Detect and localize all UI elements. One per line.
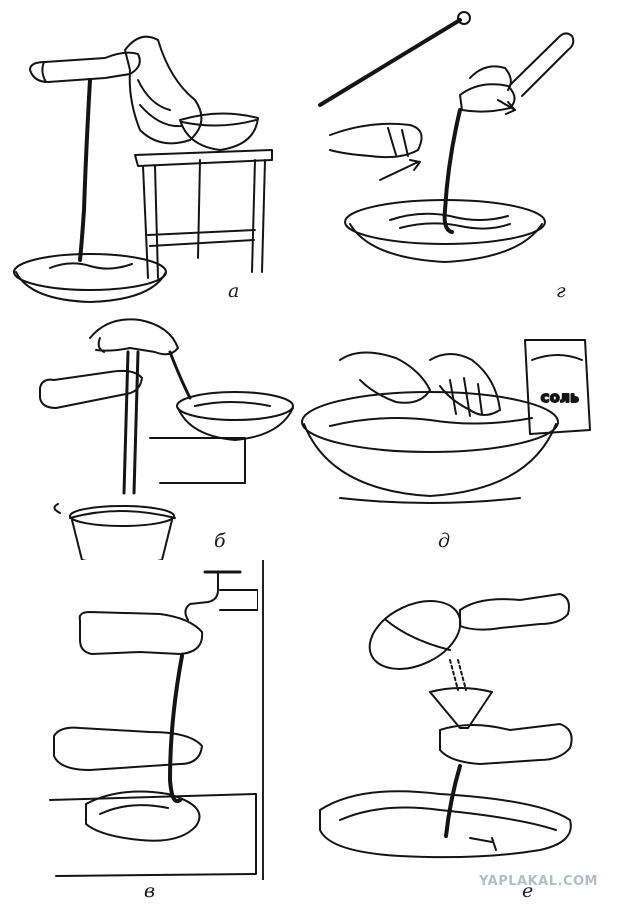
panel-e-illustration bbox=[300, 580, 610, 870]
watermark-text: YAPLAKAL.COM bbox=[479, 874, 598, 889]
panel-v-illustration bbox=[40, 560, 258, 880]
panel-g-illustration bbox=[310, 10, 610, 275]
panel-b-drawing bbox=[39, 318, 294, 566]
panel-g-letter: г bbox=[556, 280, 566, 302]
panel-b-illustration bbox=[30, 308, 300, 566]
panel-a-drawing bbox=[13, 35, 273, 303]
salt-box-label: СОЛЬ bbox=[541, 392, 580, 405]
panel-e-letter: е bbox=[522, 880, 534, 902]
panel-v-drawing bbox=[49, 570, 258, 877]
panel-d-drawing: СОЛЬ bbox=[301, 339, 591, 504]
panel-v-letter: в bbox=[144, 880, 156, 902]
panel-a-letter: а bbox=[228, 280, 240, 302]
panel-a-illustration bbox=[10, 10, 290, 305]
panel-d-illustration: СОЛЬ bbox=[300, 330, 605, 530]
panel-v-wall-edge bbox=[262, 560, 264, 880]
panel-d-letter: д bbox=[438, 530, 451, 552]
panel-g-drawing bbox=[318, 11, 575, 263]
panel-b-letter: б bbox=[214, 530, 226, 552]
panel-e-drawing bbox=[319, 593, 573, 859]
